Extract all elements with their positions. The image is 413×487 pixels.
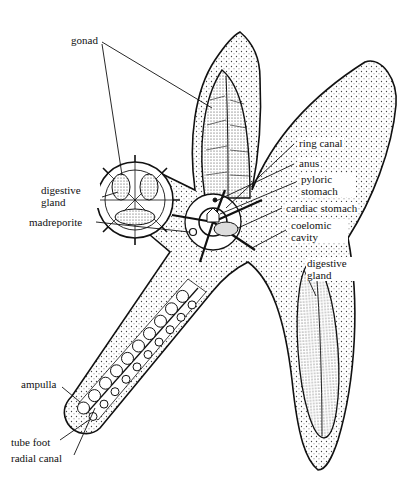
part-label: ampulla [20,378,57,390]
top-arm-gland [202,70,250,198]
part-label: cardiac stomach [285,202,358,214]
part-label: pyloric stomach [300,173,356,197]
part-label: radial canal [10,452,63,464]
body-outline [65,32,397,470]
part-label: madreporite [28,216,83,228]
right-arm-gland [292,261,344,439]
water-vascular-arm [78,279,207,421]
part-label: tube foot [10,436,51,448]
part-label: gonad [70,34,99,46]
arm-cross-section [90,155,180,245]
part-label: ring canal [298,137,344,149]
part-label: coelomic cavity [290,219,348,243]
leader-lines [60,42,316,455]
part-label: digestive gland [306,257,366,281]
part-label: anus [298,157,320,169]
part-label: digestive gland [40,184,100,208]
